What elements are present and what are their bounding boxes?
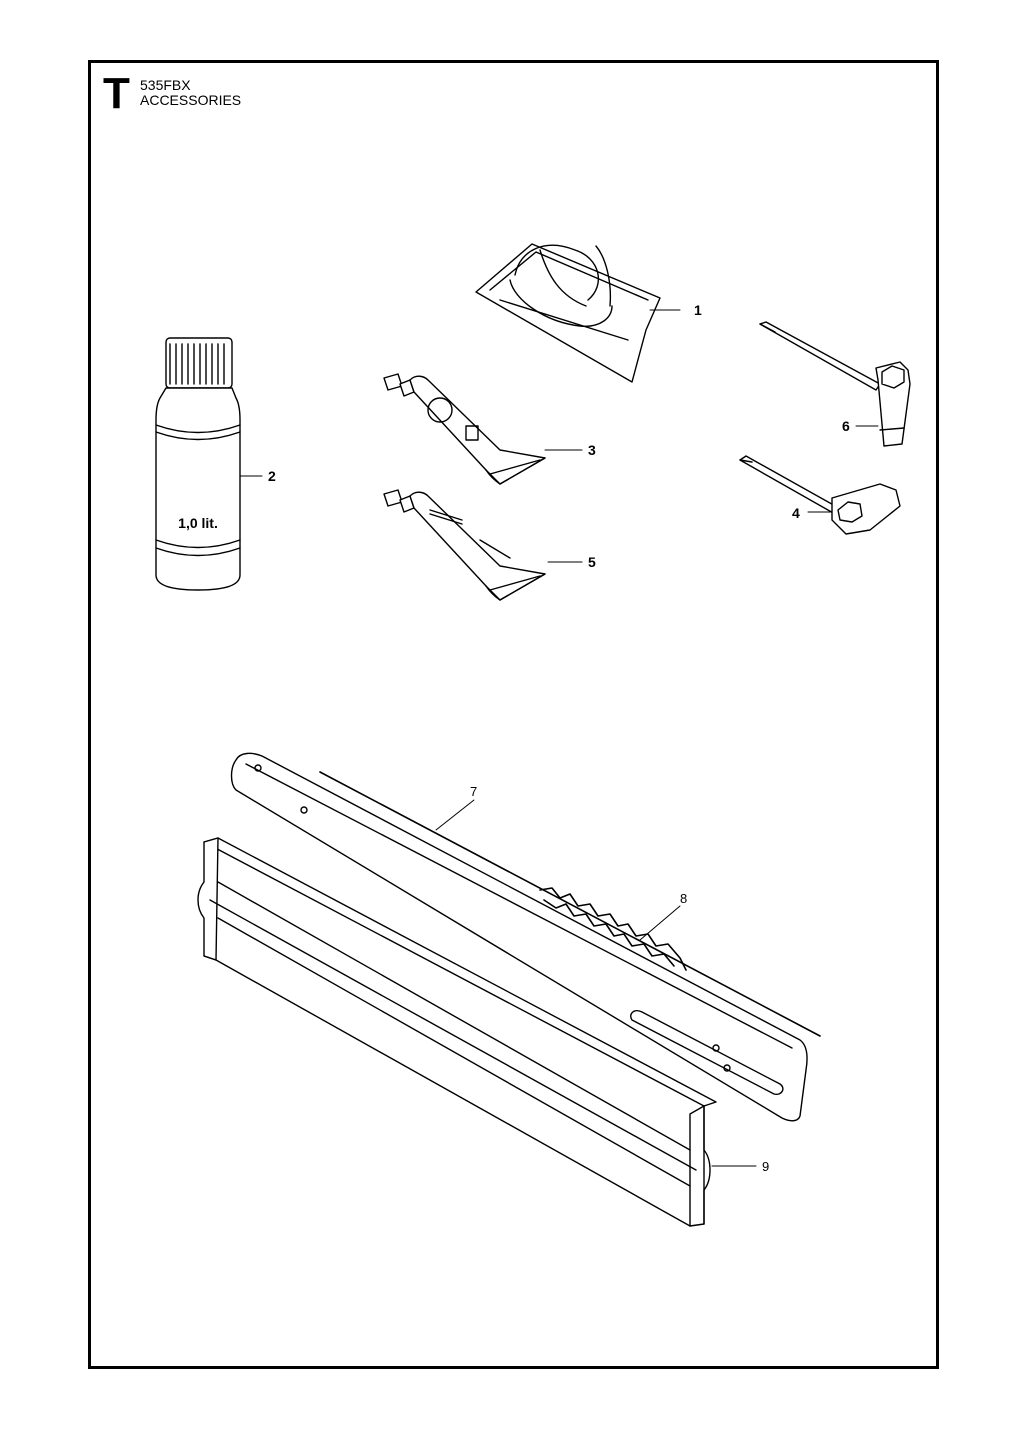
oil-bottle-illustration [155,337,241,591]
model-name: 535FBX [140,77,191,93]
screwdriver-wrench-illustration [739,455,901,535]
callout-5: 5 [588,554,596,570]
saw-chain-illustration [319,771,821,1037]
callout-9: 9 [762,1159,769,1174]
callout-1: 1 [694,302,702,318]
section-letter: T [103,69,130,118]
guide-bar-illustration [230,752,808,1122]
grease-tube-illustration [383,373,546,485]
callout-6: 6 [842,418,850,434]
leader-lines [239,309,879,1167]
page-title: ACCESSORIES [140,92,242,108]
callout-4: 4 [792,505,800,521]
page-frame [88,60,939,1369]
lubricant-tube-illustration [383,489,546,601]
bar-guard-rail-illustration [197,837,717,1227]
page-header: 535FBX ACCESSORIES [140,78,241,108]
combination-spanner-illustration [759,321,911,447]
callout-2: 2 [268,468,276,484]
callout-8: 8 [680,891,687,906]
callout-3: 3 [588,442,596,458]
bottle-volume-label: 1,0 lit. [178,515,218,531]
bar-cover-pouch-illustration [475,243,661,383]
callout-7: 7 [470,784,477,799]
